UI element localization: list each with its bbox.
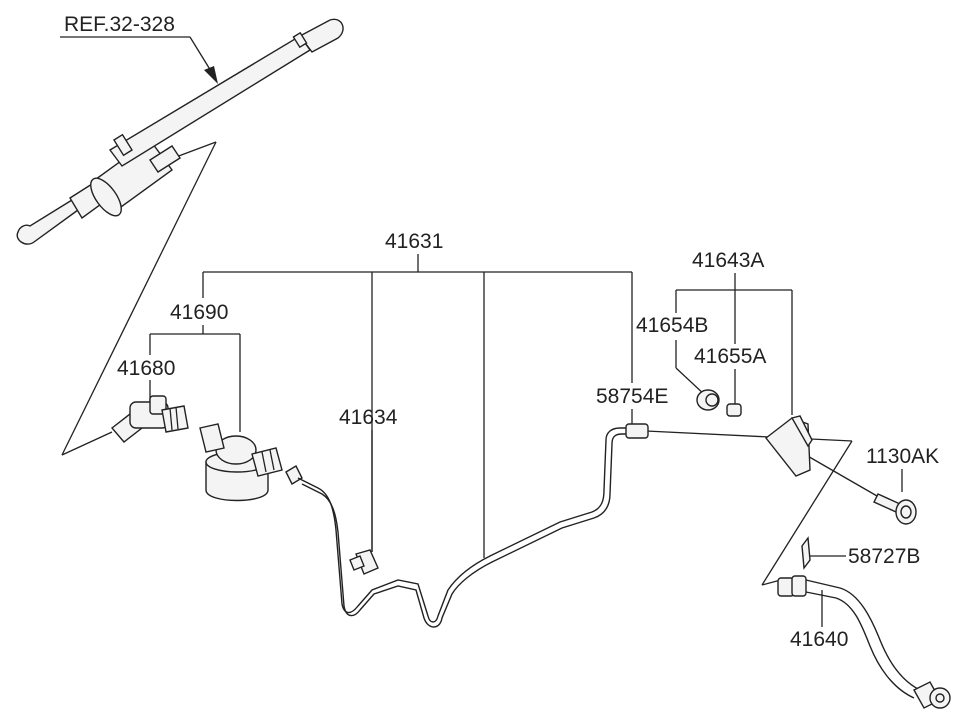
label-41631: 41631 (385, 230, 443, 253)
bolt-1130ak (873, 493, 917, 525)
label-1130ak: 1130AK (866, 445, 939, 468)
bracket-41643a (765, 415, 813, 477)
master-cylinder (16, 18, 344, 245)
slave-cylinder-41690 (199, 423, 283, 502)
grommet-41654b (696, 389, 720, 411)
label-41640: 41640 (790, 628, 848, 651)
clip-58727b (801, 536, 811, 570)
hose-41640 (777, 575, 951, 709)
bushing-41655a (726, 403, 742, 417)
label-41654b: 41654B (636, 314, 708, 337)
leader-lines (61, 141, 903, 627)
label-41643a: 41643A (692, 249, 764, 272)
label-58754e: 58754E (596, 385, 668, 408)
label-41634: 41634 (339, 406, 398, 429)
label-ref-32-328: REF.32-328 (64, 13, 175, 36)
fitting-41680 (110, 395, 189, 443)
clip-41634 (349, 549, 379, 575)
clutch-pipe-41631 (285, 423, 649, 628)
ref-leader (60, 36, 218, 84)
label-41680: 41680 (117, 357, 175, 380)
label-58727b: 58727B (848, 545, 920, 568)
label-41655a: 41655A (694, 345, 766, 368)
label-41690: 41690 (170, 301, 228, 324)
